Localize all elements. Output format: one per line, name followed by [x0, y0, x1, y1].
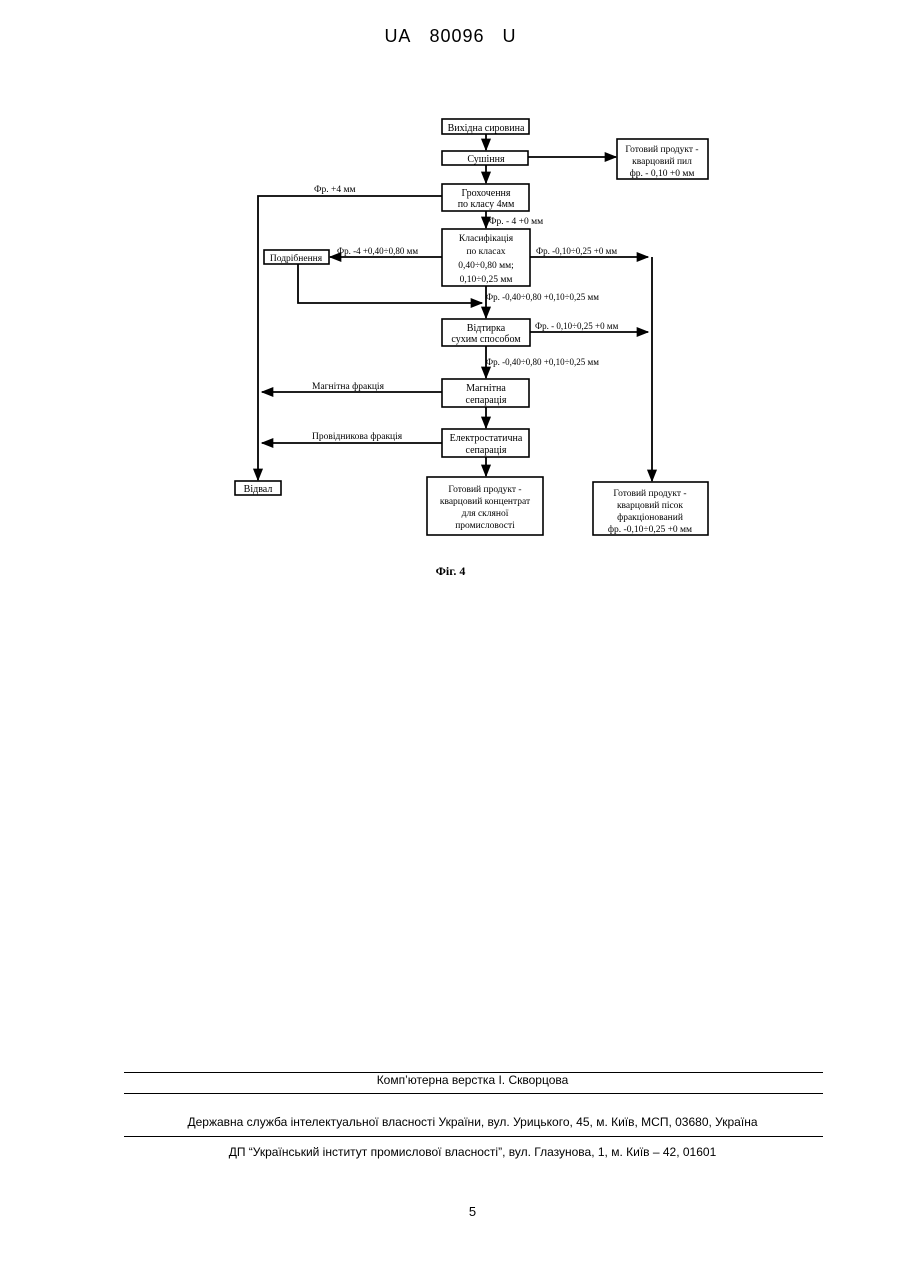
node-electrostatic: Електростатична сепарація [442, 429, 529, 457]
dust-line-3: фр. - 0,10 +0 мм [630, 168, 695, 179]
class-line-3: 0,40÷0,80 мм; [458, 261, 514, 271]
node-dump: Відвал [235, 481, 281, 495]
label-magnetic-fraction: Магнітна фракція [312, 381, 385, 392]
process-flowchart: Вихідна сировина Сушіння Готовий продукт… [0, 0, 901, 600]
screening-line-2: по класу 4мм [458, 199, 515, 210]
footer-institute: ДП “Український інститут промислової вла… [0, 1145, 901, 1159]
label-conductive-fraction: Провідникова фракція [312, 431, 403, 442]
node-raw-label: Вихідна сировина [448, 123, 525, 134]
sand-line-2: кварцовий пісок [617, 500, 683, 511]
magnetic-line-2: сепарація [466, 395, 507, 406]
glass-line-4: промисловості [455, 521, 515, 531]
glass-line-3: для скляної [462, 509, 509, 519]
node-crushing: Подрібнення [264, 250, 329, 264]
node-crushing-label: Подрібнення [270, 253, 323, 264]
label-after-scrub: Фр. -0,40÷0,80 +0,10÷0,25 мм [486, 357, 599, 367]
node-screening: Грохочення по класу 4мм [442, 184, 529, 211]
sand-line-3: фракціонований [617, 512, 683, 523]
electro-line-1: Електростатична [450, 433, 523, 444]
class-line-4: 0,10÷0,25 мм [460, 275, 513, 285]
label-fine-scrub: Фр. - 0,10÷0,25 +0 мм [535, 321, 619, 331]
screening-line-1: Грохочення [461, 188, 510, 199]
class-line-1: Класифікація [459, 233, 514, 244]
magnetic-line-1: Магнітна [466, 383, 506, 394]
dust-line-1: Готовий продукт - [625, 144, 698, 155]
glass-line-1: Готовий продукт - [448, 484, 521, 495]
node-magnetic: Магнітна сепарація [442, 379, 529, 407]
scrub-line-1: Відтирка [467, 323, 506, 334]
footer-typesetting: Комп’ютерна верстка І. Скворцова [0, 1073, 901, 1087]
label-plus4: Фр. +4 мм [314, 185, 356, 195]
sand-line-1: Готовий продукт - [613, 488, 686, 499]
node-classification: Класифікація по класах 0,40÷0,80 мм; 0,1… [442, 229, 530, 286]
class-line-2: по класах [466, 247, 505, 257]
node-dust-product: Готовий продукт - кварцовий пил фр. - 0,… [617, 139, 708, 179]
electro-line-2: сепарація [466, 445, 507, 456]
footer-rule-middle [124, 1093, 823, 1094]
node-glass-product: Готовий продукт - кварцовий концентрат д… [427, 477, 543, 535]
node-raw: Вихідна сировина [442, 119, 529, 134]
page-number: 5 [0, 1204, 901, 1219]
label-fine-class: Фр. -0,10÷0,25 +0 мм [536, 246, 617, 256]
scrub-line-2: сухим способом [451, 334, 521, 345]
node-drying: Сушіння [442, 151, 528, 165]
label-after-crushing: Фр. -0,40÷0,80 +0,10÷0,25 мм [486, 292, 599, 302]
node-drying-label: Сушіння [467, 154, 505, 165]
figure-caption: Фіг. 4 [0, 564, 901, 579]
glass-line-2: кварцовий концентрат [440, 496, 531, 507]
label-minus4: Фр. - 4 +0 мм [489, 217, 543, 227]
dust-line-2: кварцовий пил [632, 156, 692, 167]
footer-rule-bottom [124, 1136, 823, 1137]
footer-service: Державна служба інтелектуальної власност… [0, 1115, 901, 1129]
node-dump-label: Відвал [244, 484, 273, 495]
node-sand-product: Готовий продукт - кварцовий пісок фракці… [593, 482, 708, 535]
node-scrubbing: Відтирка сухим способом [442, 319, 530, 346]
label-to-crushing: Фр. -4 +0,40÷0,80 мм [337, 246, 418, 256]
sand-line-4: фр. -0,10÷0,25 +0 мм [608, 524, 692, 535]
